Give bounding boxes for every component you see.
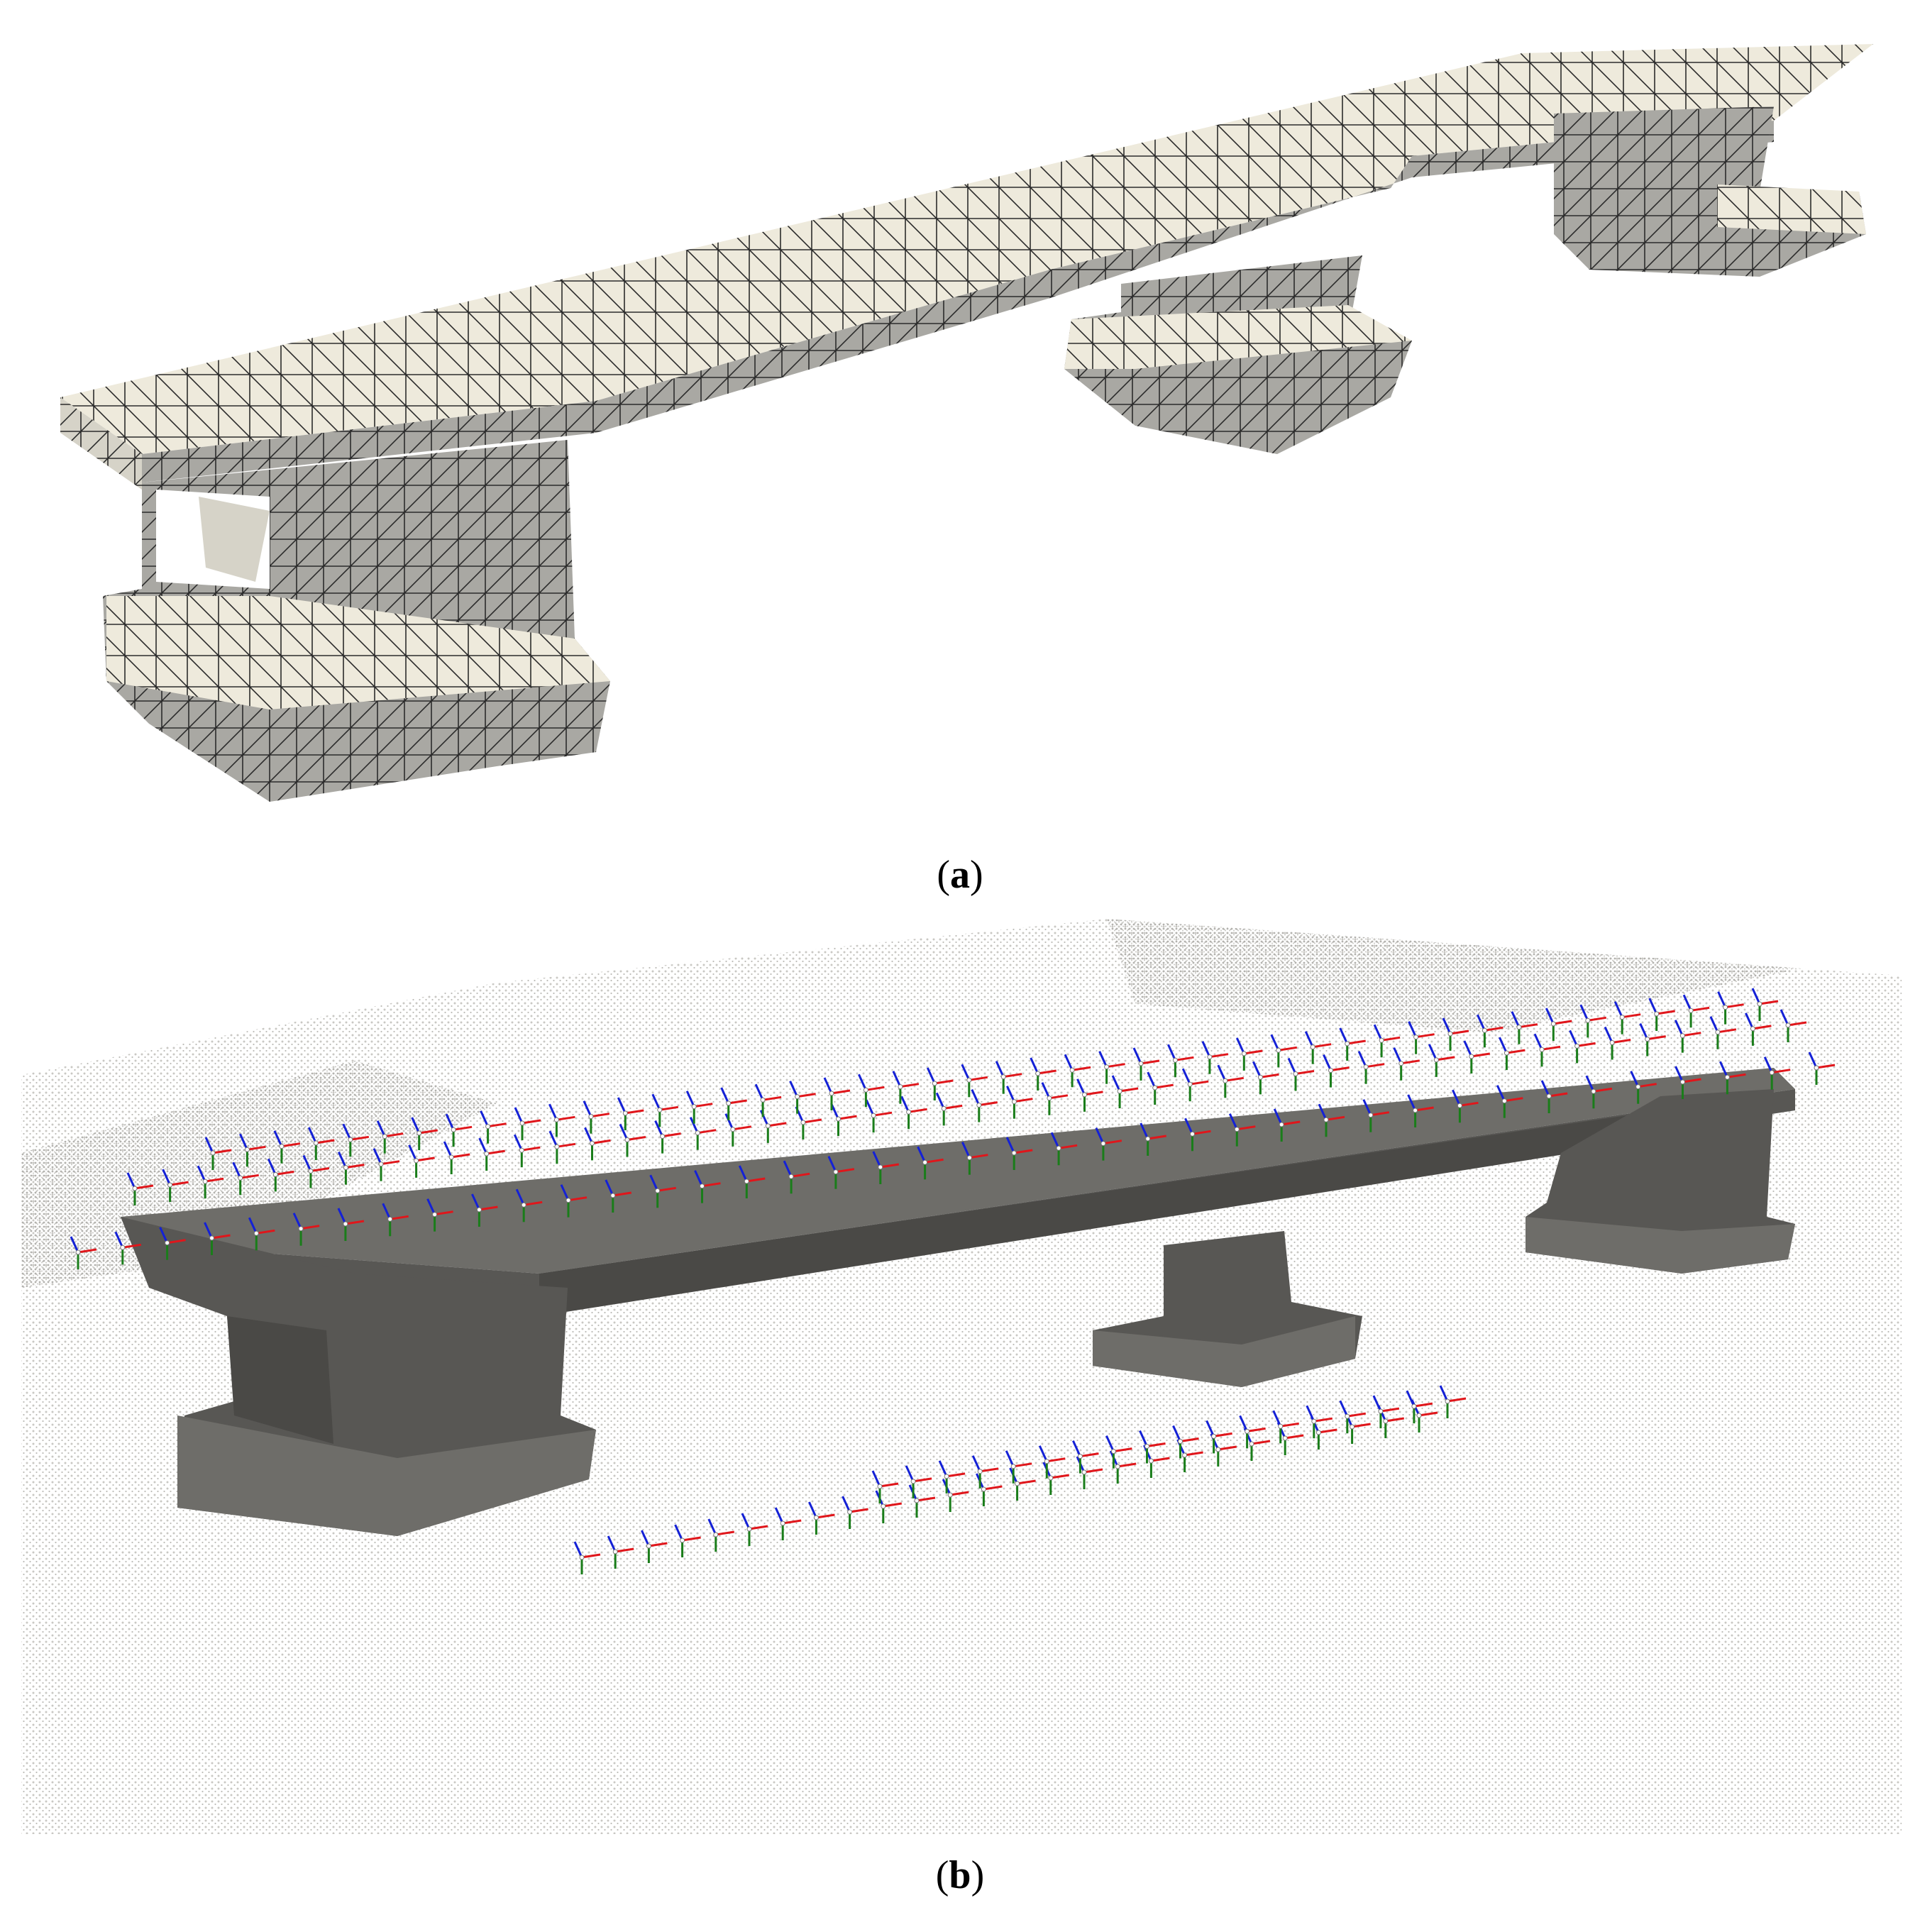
left-abutment — [103, 440, 610, 802]
panel-a-caption: (a) — [937, 853, 983, 897]
panel-b-label: b — [949, 1853, 971, 1897]
deck-top — [60, 44, 1873, 454]
pointcloud-canvas — [21, 919, 1902, 1834]
panel-b-pointcloud-view — [0, 919, 1920, 1845]
deck-front-face — [60, 121, 1774, 490]
right-abutment — [1554, 106, 1866, 277]
panel-a-label: a — [950, 853, 970, 897]
middle-pier — [1064, 255, 1412, 454]
panel-b-caption: (b) — [935, 1853, 985, 1897]
bridge-solid-model — [121, 1068, 1795, 1536]
mesh-canvas — [60, 44, 1873, 802]
panel-a-mesh-view — [0, 0, 1920, 830]
